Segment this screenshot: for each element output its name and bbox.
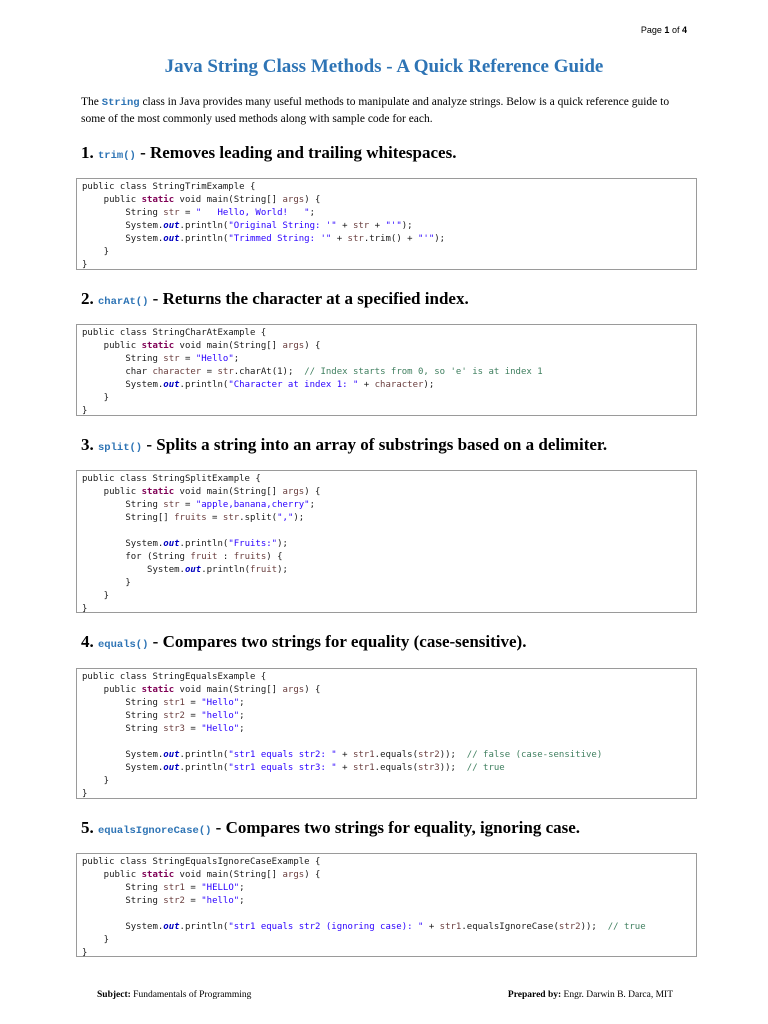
section-description: - Splits a string into an array of subst… <box>146 435 608 454</box>
code-text: public class StringEqualsIgnoreCaseExamp… <box>82 857 646 958</box>
section-number: 1. <box>81 143 94 162</box>
code-text: public class StringSplitExample { public… <box>82 474 321 614</box>
prepared-value: Engr. Darwin B. Darca, MIT <box>563 990 673 1000</box>
section-heading-split: 3. split() - Splits a string into an arr… <box>81 435 607 455</box>
intro-before: The <box>81 96 102 108</box>
page-label: Page <box>640 25 662 35</box>
code-block-charat: public class StringCharAtExample { publi… <box>76 324 697 416</box>
footer-subject: Subject: Fundamentals of Programming <box>97 990 251 1000</box>
subject-value: Fundamentals of Programming <box>133 990 252 1000</box>
section-heading-charat: 2. charAt() - Returns the character at a… <box>81 289 469 309</box>
section-heading-equalsignorecase: 5. equalsIgnoreCase() - Compares two str… <box>81 818 580 838</box>
section-method: equals() <box>98 639 149 651</box>
section-method: split() <box>98 442 143 454</box>
section-description: - Returns the character at a specified i… <box>152 289 469 308</box>
section-description: - Compares two strings for equality, ign… <box>215 818 581 837</box>
page-of: of <box>671 25 680 35</box>
code-block-equalsignorecase: public class StringEqualsIgnoreCaseExamp… <box>76 853 697 958</box>
code-text: public class StringTrimExample { public … <box>82 182 446 270</box>
page-current: 1 <box>664 25 670 35</box>
section-method: charAt() <box>98 296 149 308</box>
code-block-trim: public class StringTrimExample { public … <box>76 178 697 270</box>
section-number: 4. <box>81 632 94 651</box>
section-description: - Compares two strings for equality (cas… <box>152 632 527 651</box>
document-title: Java String Class Methods - A Quick Refe… <box>164 56 604 77</box>
section-heading-equals: 4. equals() - Compares two strings for e… <box>81 632 526 652</box>
section-number: 3. <box>81 435 94 454</box>
code-text: public class StringEqualsExample { publi… <box>82 672 603 799</box>
subject-label: Subject: <box>97 990 131 1000</box>
intro-keyword: String <box>101 97 140 109</box>
footer-prepared-by: Prepared by: Engr. Darwin B. Darca, MIT <box>508 990 673 1000</box>
code-block-equals: public class StringEqualsExample { publi… <box>76 668 697 799</box>
section-number: 2. <box>81 289 94 308</box>
intro-paragraph: The String class in Java provides many u… <box>81 94 681 127</box>
section-heading-trim: 1. trim() - Removes leading and trailing… <box>81 143 456 163</box>
section-description: - Removes leading and trailing whitespac… <box>140 143 457 162</box>
intro-after: class in Java provides many useful metho… <box>81 96 670 125</box>
page-total: 4 <box>681 25 687 35</box>
code-text: public class StringCharAtExample { publi… <box>82 328 543 416</box>
section-number: 5. <box>81 818 94 837</box>
page-number: Page 1 of 4 <box>641 25 687 35</box>
section-method: trim() <box>98 150 136 162</box>
section-method: equalsIgnoreCase() <box>98 825 212 837</box>
code-block-split: public class StringSplitExample { public… <box>76 470 697 614</box>
prepared-label: Prepared by: <box>507 990 562 1000</box>
